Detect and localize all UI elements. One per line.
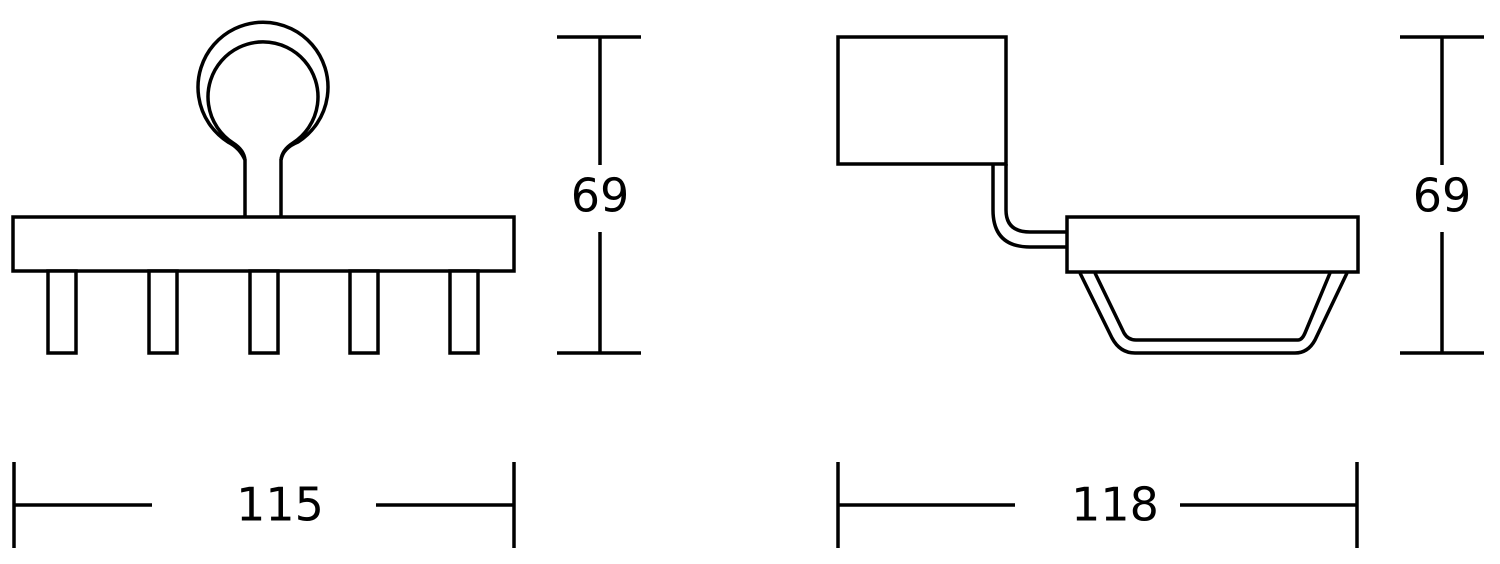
connecting-arm [991, 164, 1067, 249]
side-view: 69 118 [836, 35, 1484, 548]
side-height-dimension: 69 [1400, 35, 1484, 355]
peg [448, 269, 480, 355]
front-view: 69 115 [11, 20, 641, 548]
peg [147, 269, 179, 355]
peg [248, 269, 280, 355]
pegs [46, 269, 480, 355]
peg [46, 269, 78, 355]
front-width-dimension: 115 [12, 462, 516, 548]
side-width-dimension: 118 [836, 462, 1359, 548]
front-width-label: 115 [236, 478, 324, 532]
side-tray-rim [1065, 215, 1360, 274]
front-bar [11, 215, 516, 273]
front-height-label: 69 [571, 169, 630, 223]
basket-wire [1078, 272, 1349, 355]
peg [348, 269, 380, 355]
wall-mount-block [836, 35, 1008, 166]
side-height-label: 69 [1413, 169, 1472, 223]
side-width-label: 118 [1071, 478, 1159, 532]
hanging-ring [196, 20, 330, 217]
front-height-dimension: 69 [557, 35, 641, 355]
